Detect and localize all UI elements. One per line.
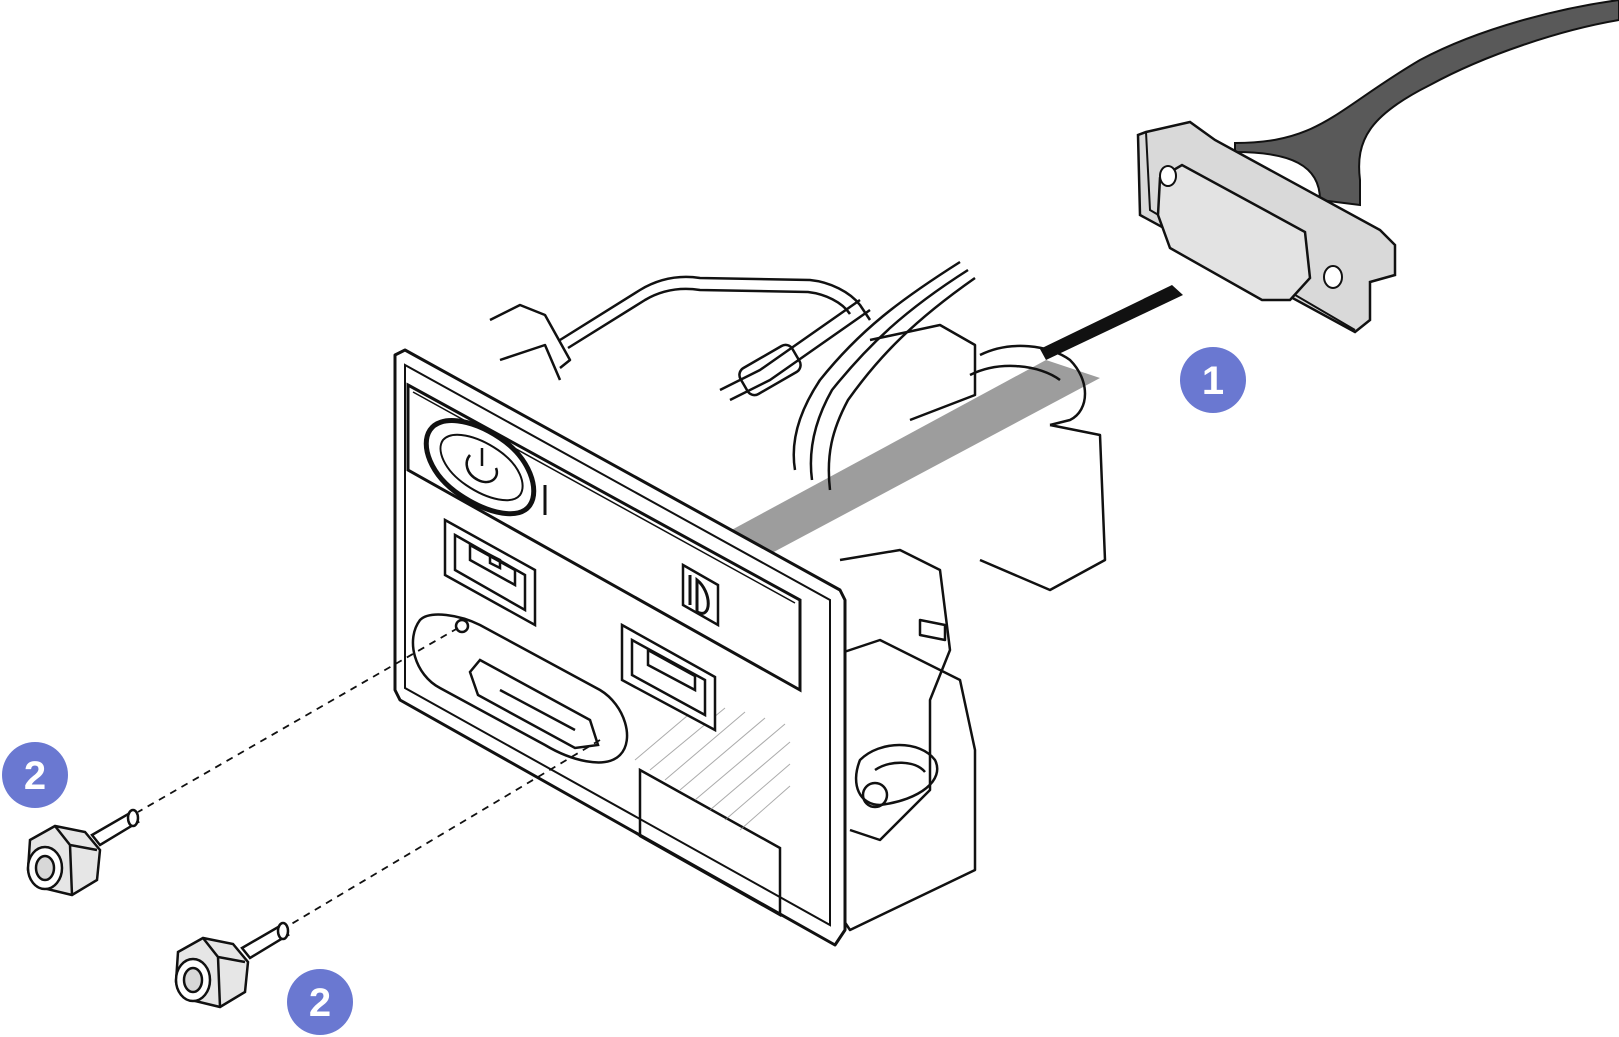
vga-connector-icon — [1136, 120, 1397, 334]
callout-label: 1 — [1202, 359, 1224, 403]
vga-port-cutout — [411, 613, 629, 764]
callout-step-2: 2 — [2, 742, 68, 808]
screw-icon — [174, 921, 290, 1009]
id-button-icon — [681, 562, 720, 628]
callout-step-1: 1 — [1180, 347, 1246, 413]
callout-step-2: 2 — [287, 969, 353, 1035]
front-io-bracket — [489, 260, 1107, 932]
vga-cable — [1234, 0, 1619, 207]
screw-guide-lines — [137, 627, 601, 927]
callout-label: 2 — [309, 981, 331, 1025]
callout-label: 2 — [24, 754, 46, 798]
usb-port-icon — [443, 517, 537, 628]
power-button-icon — [423, 418, 547, 517]
usb-port-icon — [620, 622, 717, 733]
screw-icon — [26, 808, 140, 897]
